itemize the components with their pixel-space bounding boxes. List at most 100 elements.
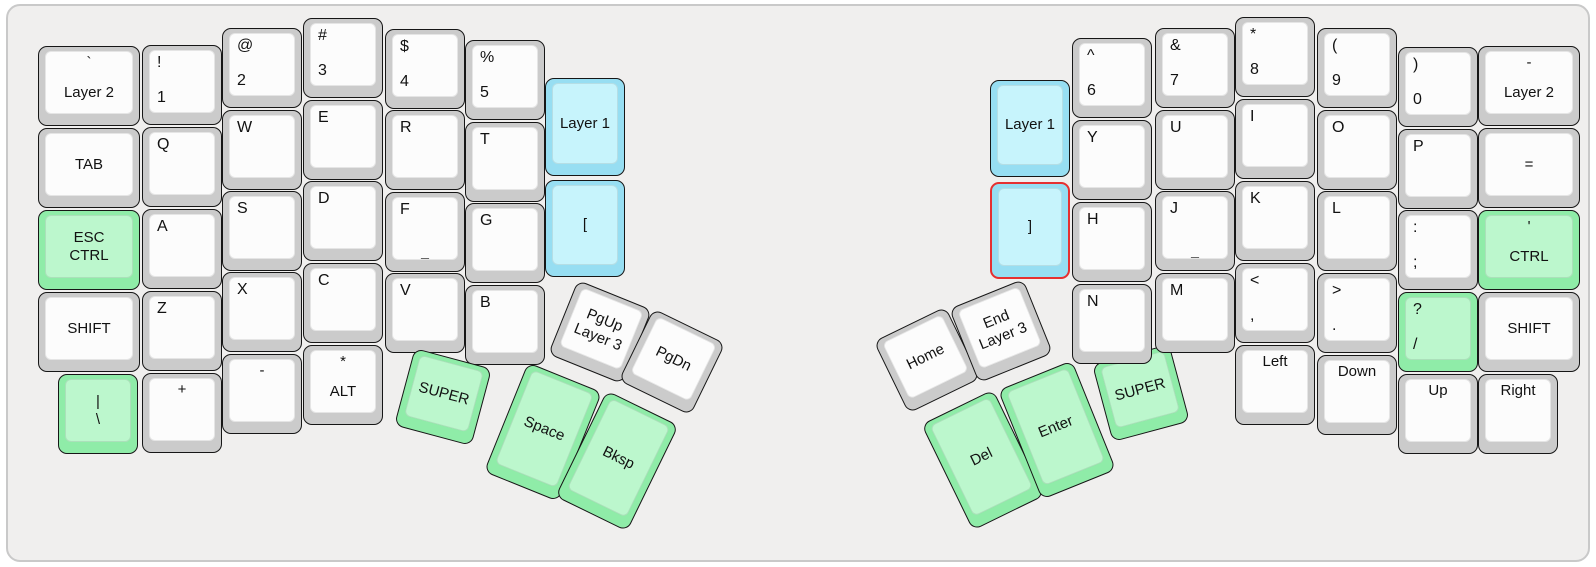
key-lparen-9[interactable]: (9 (1317, 28, 1397, 108)
key-right-layer1[interactable]: Layer 1 (990, 80, 1070, 177)
key-labels: B (473, 291, 537, 352)
key-arrow-down[interactable]: Down (1317, 355, 1397, 435)
key-label: S (237, 200, 248, 217)
keycap-top: Z (149, 296, 215, 359)
key-rparen-0[interactable]: )0 (1398, 47, 1478, 127)
key-right-shift[interactable]: SHIFT (1478, 292, 1580, 372)
key-label: J (1170, 200, 1178, 217)
key-label: + (177, 381, 187, 398)
key-left-shift[interactable]: SHIFT (38, 292, 140, 372)
key-v[interactable]: V (385, 273, 465, 353)
key-at-2[interactable]: @2 (222, 28, 302, 108)
keycap-top: Layer 1 (997, 85, 1063, 165)
key-r[interactable]: R (385, 110, 465, 190)
keycap-top: <, (1242, 268, 1308, 331)
keycap-top: R (392, 115, 458, 178)
key-label: 5 (480, 83, 489, 101)
key-o[interactable]: O (1317, 110, 1397, 190)
key-c[interactable]: C (303, 263, 383, 343)
key-label: SHIFT (1507, 319, 1551, 337)
key-x[interactable]: X (222, 272, 302, 352)
key-label: Q (157, 136, 170, 153)
key-grave-layer2[interactable]: `Layer 2 (38, 46, 140, 126)
key-b[interactable]: B (465, 285, 545, 365)
key-m[interactable]: M (1155, 273, 1235, 353)
key-g[interactable]: G (465, 203, 545, 283)
key-equals[interactable]: = (1478, 128, 1580, 208)
key-arrow-up[interactable]: Up (1398, 374, 1478, 454)
key-labels: I (1243, 105, 1307, 166)
key-a[interactable]: A (142, 209, 222, 289)
key-z[interactable]: Z (142, 291, 222, 371)
keycap-top: K (1242, 186, 1308, 249)
key-hash-3[interactable]: #3 (303, 18, 383, 98)
key-label: 9 (1332, 71, 1341, 89)
key-label: / (1413, 335, 1418, 353)
keycap-top: G (472, 208, 538, 271)
key-n[interactable]: N (1072, 284, 1152, 364)
key-k[interactable]: K (1235, 181, 1315, 261)
key-label: 8 (1250, 60, 1259, 78)
key-label: N (1087, 293, 1099, 310)
key-lt-comma[interactable]: <, (1235, 263, 1315, 343)
key-l[interactable]: L (1317, 191, 1397, 271)
key-s[interactable]: S (222, 191, 302, 271)
key-label: ] (1027, 218, 1033, 236)
key-p[interactable]: P (1398, 129, 1478, 209)
key-left-bracket[interactable]: [ (545, 180, 625, 277)
keycap-top: :; (1405, 215, 1471, 278)
key-d[interactable]: D (303, 181, 383, 261)
key-label: Left (1262, 353, 1288, 370)
key-amp-7[interactable]: &7 (1155, 28, 1235, 108)
key-minus-layer2[interactable]: -Layer 2 (1478, 46, 1580, 126)
key-labels: Down (1325, 361, 1389, 422)
key-caret-6[interactable]: ^6 (1072, 38, 1152, 118)
key-dollar-4[interactable]: $4 (385, 29, 465, 109)
key-j[interactable]: J_ (1155, 191, 1235, 271)
keycap-top: - (229, 359, 295, 422)
key-q[interactable]: Q (142, 127, 222, 207)
keycap-top: Left (1242, 350, 1308, 413)
key-y[interactable]: Y (1072, 120, 1152, 200)
key-label: Enter (1035, 412, 1076, 442)
key-pipe-backslash[interactable]: |\ (58, 374, 138, 454)
key-labels: J_ (1163, 197, 1227, 258)
keycap-top: W (229, 115, 295, 178)
key-gt-period[interactable]: >. (1317, 273, 1397, 353)
key-label: Bksp (599, 442, 638, 473)
key-label: = (1524, 155, 1534, 173)
key-percent-5[interactable]: %5 (465, 40, 545, 120)
key-question-slash[interactable]: ?/ (1398, 292, 1478, 372)
key-quote-ctrl[interactable]: 'CTRL (1478, 210, 1580, 290)
key-label: $ (400, 38, 409, 55)
key-t[interactable]: T (465, 122, 545, 202)
key-arrow-right[interactable]: Right (1478, 374, 1558, 454)
keycap-top: PgDn (630, 316, 718, 402)
key-exclam-1[interactable]: !1 (142, 45, 222, 125)
key-label: # (318, 27, 327, 44)
key-arrow-left[interactable]: Left (1235, 345, 1315, 425)
key-star-8[interactable]: *8 (1235, 17, 1315, 97)
keycap-top: Right (1485, 379, 1551, 442)
key-w[interactable]: W (222, 110, 302, 190)
key-left-layer1[interactable]: Layer 1 (545, 78, 625, 176)
key-labels: ^6 (1080, 44, 1144, 105)
key-f[interactable]: F_ (385, 192, 465, 272)
key-h[interactable]: H (1072, 202, 1152, 282)
key-u[interactable]: U (1155, 110, 1235, 190)
keycap-top: Down (1324, 360, 1390, 423)
key-e[interactable]: E (303, 100, 383, 180)
key-star-alt[interactable]: *ALT (303, 345, 383, 425)
key-right-bracket[interactable]: ] (990, 182, 1070, 279)
key-tab[interactable]: TAB (38, 128, 140, 208)
key-label: Layer 1 (1004, 116, 1056, 134)
key-minus[interactable]: - (222, 354, 302, 434)
key-i[interactable]: I (1235, 99, 1315, 179)
key-colon-semicolon[interactable]: :; (1398, 210, 1478, 290)
key-labels: $4 (393, 35, 457, 96)
key-labels: SHIFT (46, 298, 132, 359)
key-plus[interactable]: + (142, 373, 222, 453)
key-labels: T (473, 128, 537, 189)
